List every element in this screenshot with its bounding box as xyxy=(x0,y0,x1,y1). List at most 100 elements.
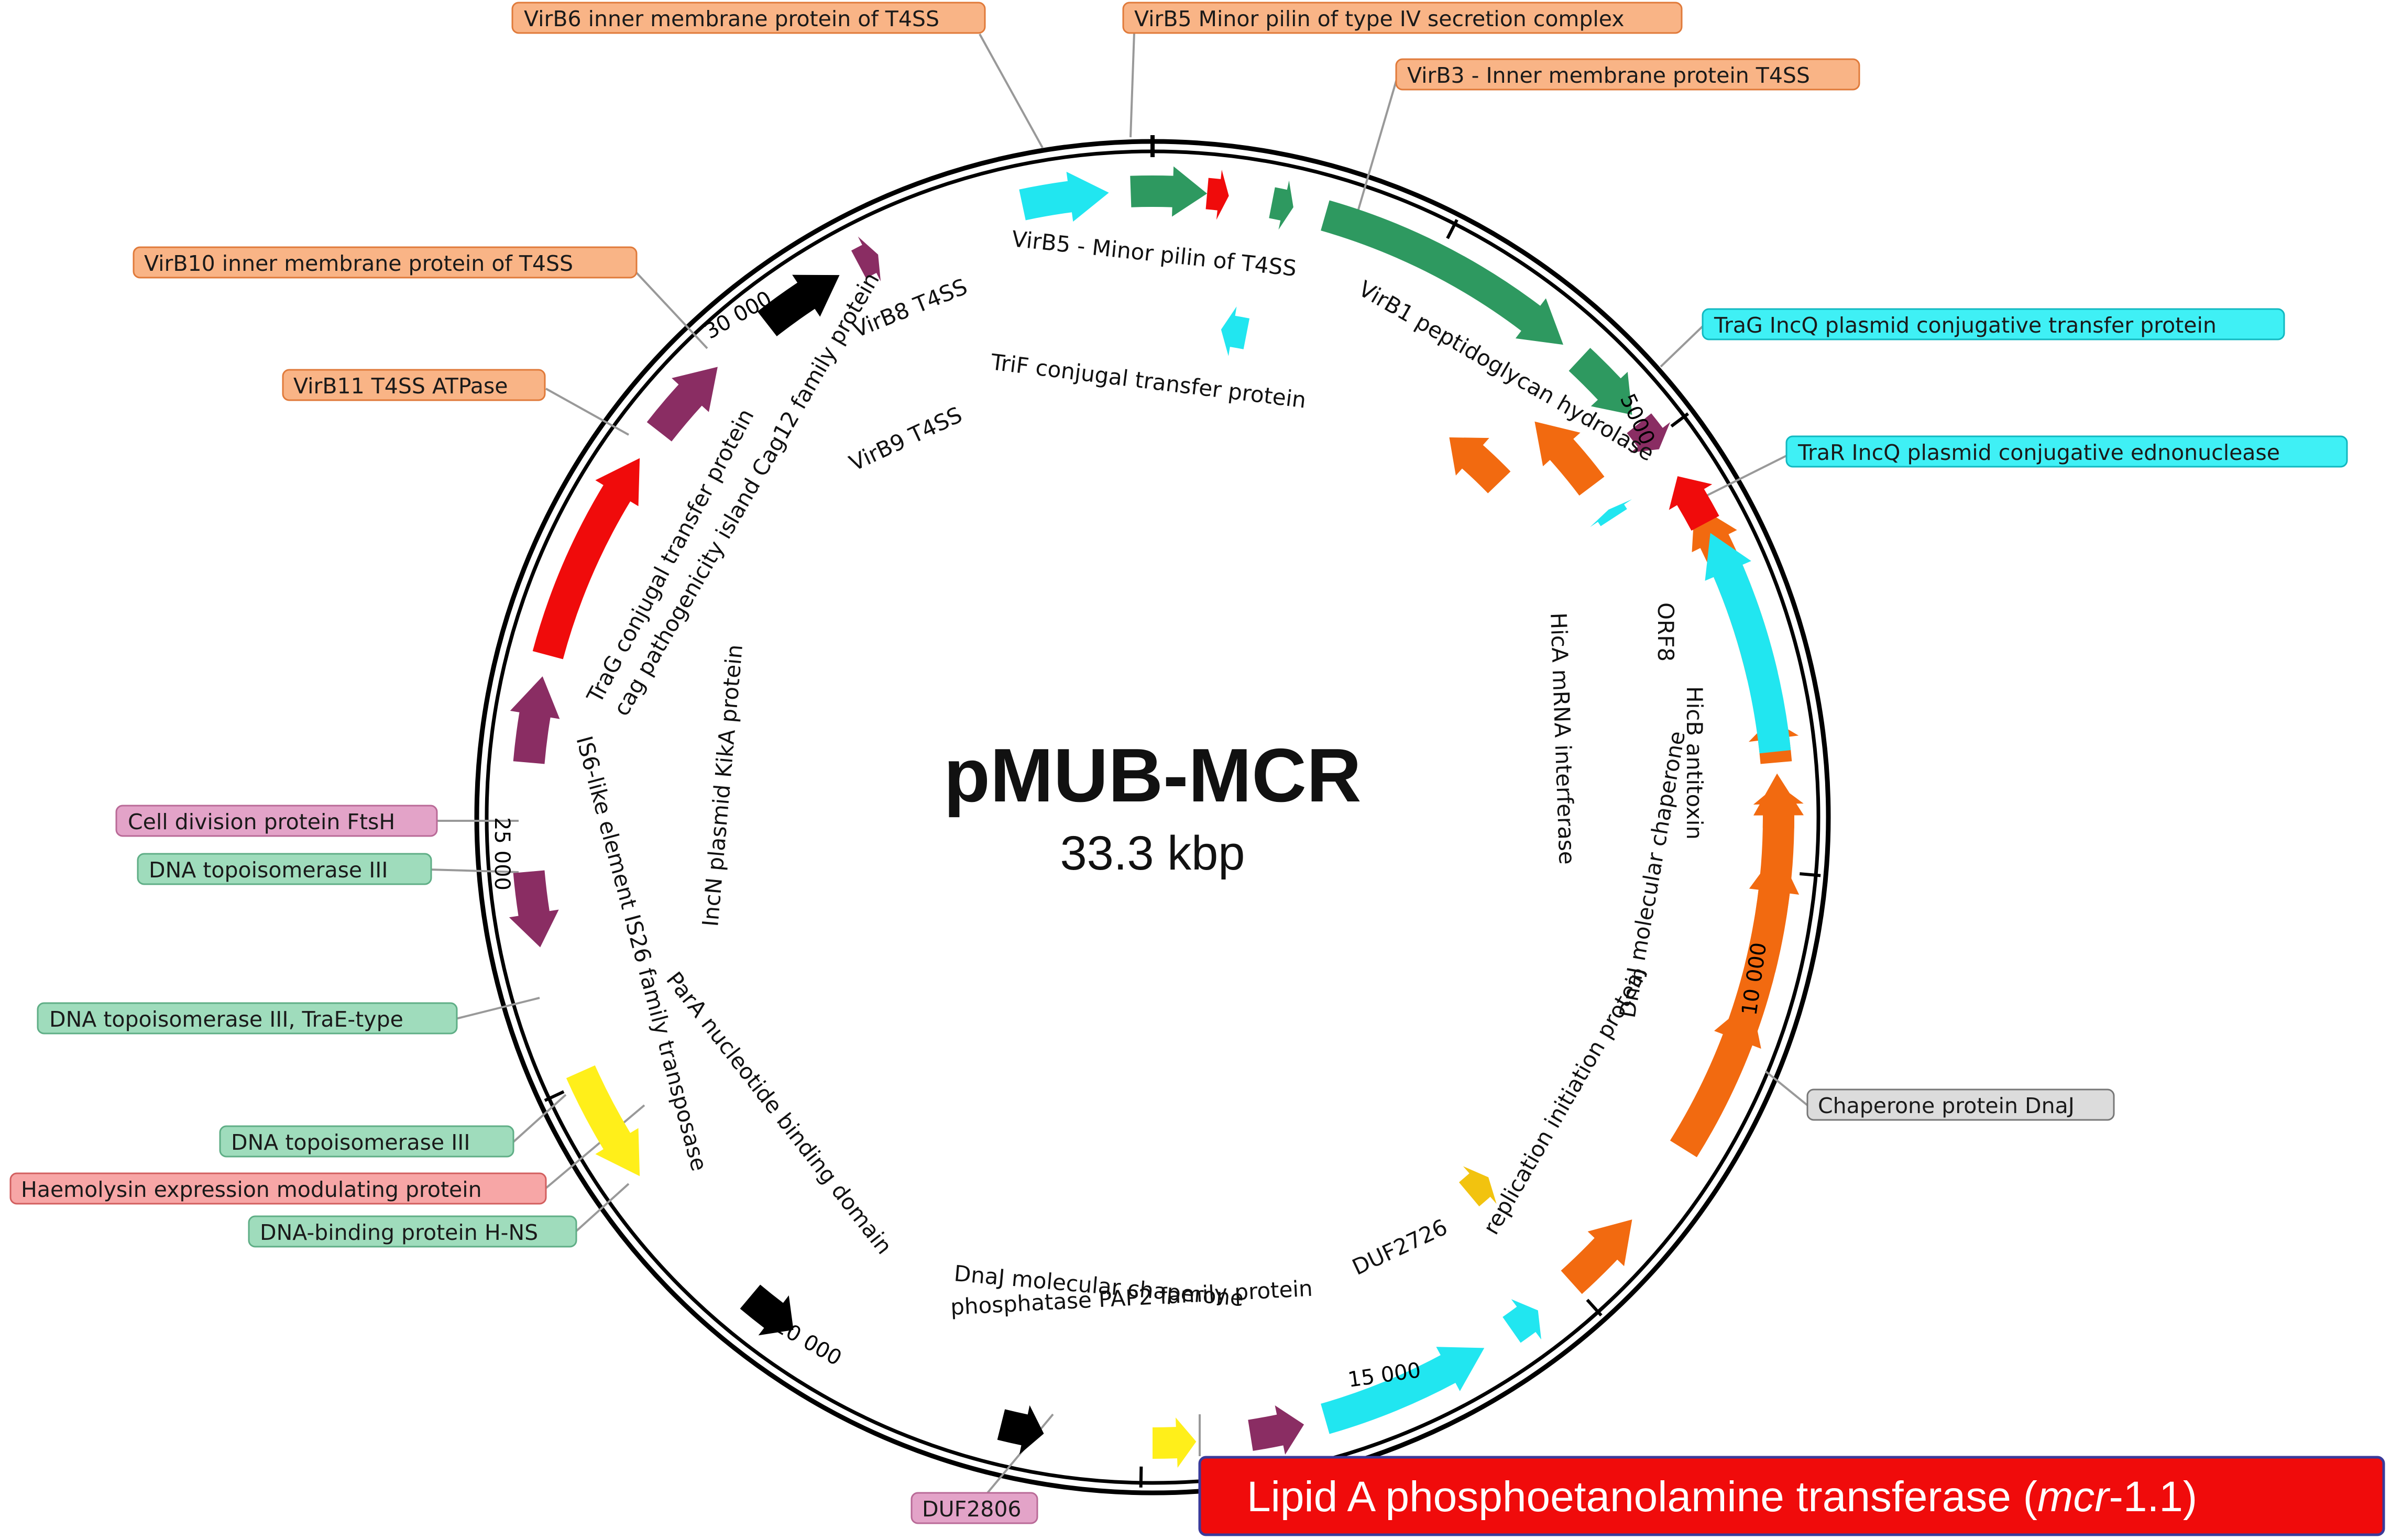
feature-arrow xyxy=(997,1405,1044,1455)
feature-arrow xyxy=(1569,348,1632,415)
feature-arrow xyxy=(1269,180,1293,230)
feature-arrow xyxy=(757,274,840,336)
inner-label: IncN plasmid KikA protein xyxy=(697,643,748,928)
callout-topo-1: DNA topoisomerase III xyxy=(137,853,432,885)
inner-label: DUF2726 xyxy=(1348,1214,1452,1280)
leader-line xyxy=(1129,32,1135,138)
feature-arrow xyxy=(1321,200,1563,345)
leader-line xyxy=(1702,455,1787,499)
svg-text:VirB5 Minor pilin of type IV s: VirB5 Minor pilin of type IV secretion c… xyxy=(1134,6,1625,31)
callout-virb3: VirB3 - Inner membrane protein T4SS xyxy=(1395,58,1860,91)
leader-line xyxy=(630,266,708,349)
leader-line xyxy=(1764,1070,1808,1106)
svg-text:DUF2806: DUF2806 xyxy=(922,1497,1022,1522)
svg-text:VirB3 - Inner membrane protein: VirB3 - Inner membrane protein T4SS xyxy=(1407,63,1810,88)
feature-arrow xyxy=(566,1065,640,1176)
feature-arrow xyxy=(1590,499,1632,527)
highlight-text-main: Lipid A phosphoetanolamine transferase ( xyxy=(1247,1473,2037,1521)
svg-text:VirB10 inner membrane protein: VirB10 inner membrane protein of T4SS xyxy=(144,251,573,276)
callout-haemolysin: Haemolysin expression modulating protein xyxy=(9,1172,547,1205)
inner-label: HicB antitoxin xyxy=(1682,686,1707,840)
feature-arrow xyxy=(509,870,559,948)
callout-trar: TraR IncQ plasmid conjugative ednonuclea… xyxy=(1785,435,2348,468)
svg-text:TraG IncQ plasmid conjugative: TraG IncQ plasmid conjugative transfer p… xyxy=(1714,313,2217,338)
svg-text:DNA-binding protein H-NS: DNA-binding protein H-NS xyxy=(260,1220,538,1245)
leader-line xyxy=(455,997,540,1020)
svg-text:Cell division protein FtsH: Cell division protein FtsH xyxy=(128,809,395,834)
inner-label: ORF8 xyxy=(1653,602,1679,662)
inner-label: TriF conjugal transfer protein xyxy=(989,349,1308,413)
callout-trag: TraG IncQ plasmid conjugative transfer p… xyxy=(1702,308,2285,340)
leader-line xyxy=(545,388,629,436)
svg-text:Lipid A phosphoetanolamine tra: Lipid A phosphoetanolamine transferase (… xyxy=(1247,1473,2197,1521)
leader-line xyxy=(429,868,519,873)
svg-text:TraR IncQ plasmid conjugative: TraR IncQ plasmid conjugative ednonuclea… xyxy=(1797,440,2280,465)
feature-arrow xyxy=(1627,413,1671,453)
callout-boxes: VirB6 inner membrane protein of T4SS Vir… xyxy=(9,2,2385,1536)
svg-text:DNA topoisomerase III: DNA topoisomerase III xyxy=(231,1130,470,1155)
callout-virb10: VirB10 inner membrane protein of T4SS xyxy=(133,246,638,279)
callout-hns: DNA-binding protein H-NS xyxy=(248,1215,577,1248)
svg-text:Haemolysin expression modulati: Haemolysin expression modulating protein xyxy=(21,1177,482,1202)
feature-arrow xyxy=(1248,1405,1304,1455)
inner-label: HicA mRNA interferase xyxy=(1545,612,1580,865)
inner-label: DnaJ molecular chaperone xyxy=(1615,729,1691,1020)
highlight-text-gene: mcr xyxy=(2037,1473,2111,1521)
feature-arrow xyxy=(646,367,718,442)
feature-arrow xyxy=(1449,437,1511,493)
callout-duf2806: DUF2806 xyxy=(911,1492,1038,1524)
feature-arrow xyxy=(1669,476,1719,531)
leader-line xyxy=(1356,77,1398,215)
callout-topo-2: DNA topoisomerase III xyxy=(219,1125,514,1158)
feature-arrow xyxy=(740,1284,794,1336)
tick-label: 20 000 xyxy=(770,1313,846,1371)
feature-arrow xyxy=(1745,773,1804,973)
feature-arrow xyxy=(1458,1166,1497,1207)
feature-arrow xyxy=(1221,306,1250,356)
feature-arrow xyxy=(532,458,640,659)
leader-line xyxy=(544,1104,645,1190)
callout-topo-trae: DNA topoisomerase III, TraE-type xyxy=(37,1002,458,1035)
callout-virb5: VirB5 Minor pilin of type IV secretion c… xyxy=(1122,2,1683,34)
svg-text:DNA topoisomerase III: DNA topoisomerase III xyxy=(149,857,388,883)
tick-label: 25 000 xyxy=(490,817,514,890)
svg-text:DNA topoisomerase III, TraE-ty: DNA topoisomerase III, TraE-type xyxy=(49,1007,403,1032)
tick-mark xyxy=(1586,1299,1603,1317)
leader-line xyxy=(979,34,1044,148)
feature-arrow xyxy=(1019,171,1109,222)
inner-label: VirB9 T4SS xyxy=(846,402,966,476)
feature-arrow xyxy=(510,676,560,764)
leader-line xyxy=(512,1094,567,1143)
feature-arrow xyxy=(1534,421,1605,496)
tick-mark xyxy=(1800,872,1821,877)
plasmid-size: 33.3 kbp xyxy=(1060,827,1245,880)
inner-label: VirB5 - Minor pilin of T4SS xyxy=(1011,226,1298,281)
svg-text:Chaperone protein DnaJ: Chaperone protein DnaJ xyxy=(1818,1093,2075,1118)
highlight-text-end: -1.1) xyxy=(2109,1473,2198,1521)
feature-arrow xyxy=(1130,166,1208,217)
leader-line xyxy=(574,1183,630,1233)
tick-mark xyxy=(544,1090,565,1102)
tick-mark xyxy=(1446,219,1458,239)
callout-virb11: VirB11 T4SS ATPase xyxy=(282,369,546,401)
feature-arrow xyxy=(1321,1347,1485,1434)
leader-line xyxy=(1660,325,1704,368)
tick-label: 10 000 xyxy=(1737,941,1771,1017)
callout-ftsh: Cell division protein FtsH xyxy=(115,805,438,837)
callout-virb6: VirB6 inner membrane protein of T4SS xyxy=(511,2,986,34)
tick-mark xyxy=(1139,1466,1143,1488)
callout-mcr-highlight: Lipid A phosphoetanolamine transferase (… xyxy=(1198,1456,2385,1536)
svg-text:VirB11 T4SS ATPase: VirB11 T4SS ATPase xyxy=(293,373,508,399)
leader-lines xyxy=(429,32,1808,1510)
callout-dnaj: Chaperone protein DnaJ xyxy=(1806,1088,2115,1121)
svg-text:VirB6 inner membrane protein o: VirB6 inner membrane protein of T4SS xyxy=(524,6,939,31)
feature-arrow xyxy=(1705,533,1791,754)
feature-arrow xyxy=(1205,170,1229,220)
feature-arrow xyxy=(851,236,881,282)
feature-arrow xyxy=(1670,1000,1761,1158)
feature-arrow xyxy=(1561,1219,1632,1294)
feature-arrow xyxy=(1502,1299,1541,1343)
tick-mark xyxy=(1670,412,1690,428)
plasmid-name: pMUB-MCR xyxy=(944,733,1361,818)
